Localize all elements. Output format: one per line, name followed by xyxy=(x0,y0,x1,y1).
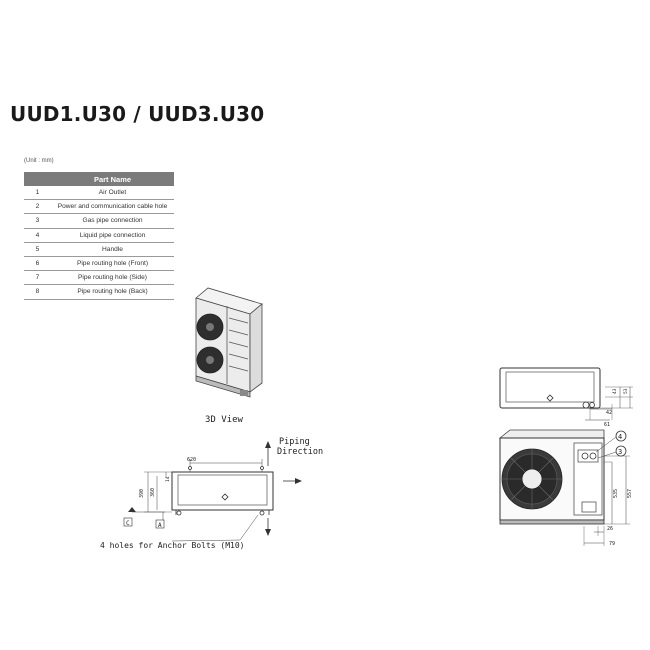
row-part-name: Gas pipe connection xyxy=(51,213,174,229)
piping-direction-line2: Direction xyxy=(277,447,323,457)
callout-3: 3 xyxy=(618,448,622,456)
unit-plan-view xyxy=(128,441,302,542)
dim-61: 61 xyxy=(604,422,610,428)
dim-53: 53 xyxy=(623,388,629,394)
unit-top-view xyxy=(499,367,633,421)
row-num: 7 xyxy=(24,270,51,286)
dim-360: 360 xyxy=(150,488,156,497)
dim-620: 620 xyxy=(187,457,196,463)
dim-79: 79 xyxy=(609,541,615,547)
table-header-row: Part Name xyxy=(24,172,174,186)
row-num: 1 xyxy=(24,186,51,201)
dim-14: 14 xyxy=(165,476,171,482)
row-part-name: Power and communication cable hole xyxy=(51,199,174,215)
marker-c-box xyxy=(123,517,133,527)
table-header-part-name: Part Name xyxy=(51,172,174,186)
anchor-bolts-label: 4 holes for Anchor Bolts (M10) xyxy=(100,541,245,550)
piping-direction-line1: Piping xyxy=(279,437,310,447)
marker-c: C xyxy=(126,520,130,527)
marker-a-box xyxy=(155,519,165,529)
dim-390: 390 xyxy=(139,489,145,498)
row-part-name: Pipe routing hole (Side) xyxy=(51,270,174,286)
row-num: 5 xyxy=(24,242,51,257)
dim-43: 43 xyxy=(612,388,618,394)
unit-label: (Unit : mm) xyxy=(24,158,54,164)
marker-a: A xyxy=(158,522,162,529)
row-part-name: Pipe routing hole (Front) xyxy=(51,256,174,272)
row-num: 4 xyxy=(24,228,51,243)
dim-26: 26 xyxy=(607,526,613,532)
page-title: UUD1.U30 / UUD3.U30 xyxy=(10,102,265,126)
table-header-num xyxy=(24,172,51,186)
row-num: 6 xyxy=(24,256,51,272)
unit-side-view xyxy=(498,429,630,546)
row-num: 2 xyxy=(24,199,51,215)
row-part-name: Handle xyxy=(51,242,174,257)
row-part-name: Air Outlet xyxy=(51,186,174,201)
dim-557: 557 xyxy=(627,489,633,498)
dim-42: 42 xyxy=(606,410,612,416)
row-part-name: Liquid pipe connection xyxy=(51,228,174,243)
unit-3d-view xyxy=(195,287,263,398)
row-num: 3 xyxy=(24,213,51,229)
view-3d-label: 3D View xyxy=(205,415,244,425)
row-part-name: Pipe routing hole (Back) xyxy=(51,284,174,300)
dim-535: 535 xyxy=(613,489,619,498)
row-num: 8 xyxy=(24,284,51,300)
callout-4: 4 xyxy=(618,433,622,441)
